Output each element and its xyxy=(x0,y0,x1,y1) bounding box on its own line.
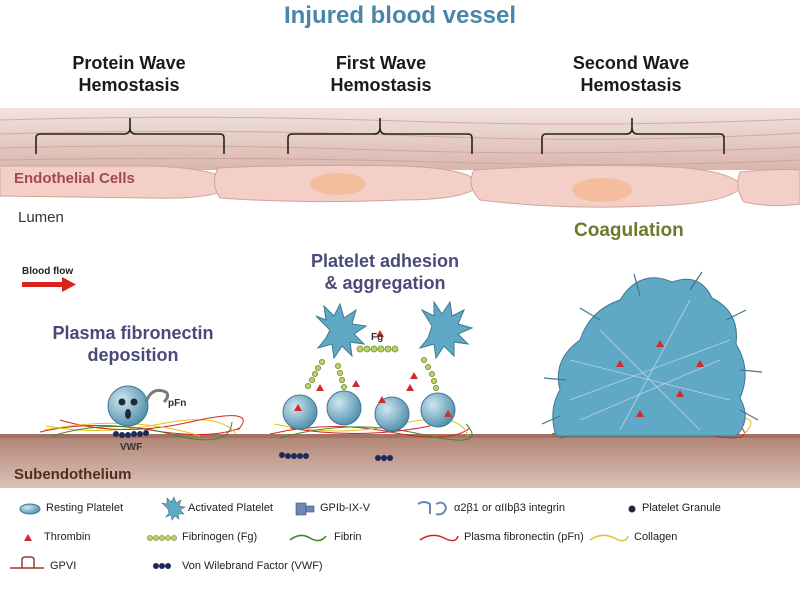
platelet-aggregate-stage2 xyxy=(279,300,474,461)
legend-label: Collagen xyxy=(634,531,678,543)
legend-label: α2β1 or αIIbβ3 integrin xyxy=(454,502,565,514)
vessel-wall-top xyxy=(0,108,800,170)
subendothelium-tissue xyxy=(0,436,800,488)
vwf-label: VWF xyxy=(120,442,143,453)
wave-label-protein: Protein Wave Hemostasis xyxy=(34,52,224,96)
thrombin-markers-stage2 xyxy=(294,330,452,417)
wave-label-line: First Wave xyxy=(335,53,427,73)
vwf-beads-stage2 xyxy=(279,452,393,461)
wave-label-line: Protein Wave xyxy=(72,53,186,73)
legend-label: Fibrinogen (Fg) xyxy=(182,531,258,543)
legend-icons xyxy=(10,496,636,569)
vwf-icon xyxy=(153,563,171,569)
wave-label-line: Hemostasis xyxy=(330,75,432,95)
lumen-label: Lumen xyxy=(18,209,64,226)
stage-label-line: Plasma fibronectin xyxy=(52,323,214,343)
stage-label-line: deposition xyxy=(87,345,179,365)
fibrinogen-icon xyxy=(147,535,177,541)
legend-label: Resting Platelet xyxy=(46,502,124,514)
wall-striations xyxy=(0,116,800,166)
gpvi-icon xyxy=(10,556,44,569)
platelet-granule-icon xyxy=(628,505,636,513)
pfn-label: pFn xyxy=(168,398,187,409)
thrombin-markers-stage3 xyxy=(616,340,704,417)
vwf-beads-stage1 xyxy=(113,430,149,438)
fibrin-icon xyxy=(289,534,327,542)
thrombin-icon xyxy=(24,534,32,541)
plasma-fibronectin-icon xyxy=(419,534,459,542)
endothelial-cells-label: Endothelial Cells xyxy=(14,170,135,187)
coagulation-clot xyxy=(541,271,763,437)
legend-label: Fibrin xyxy=(334,531,362,543)
pfn-strand xyxy=(144,388,170,404)
legend-label: Von Wilebrand Factor (VWF) xyxy=(182,560,323,572)
gpib-icon xyxy=(295,502,315,516)
fibrinogen-bridge xyxy=(356,345,399,353)
wave-label-line: Hemostasis xyxy=(78,75,180,95)
activated-platelet-left xyxy=(315,302,368,360)
endothelial-cell-layer xyxy=(0,164,800,208)
fibrinogen-chain-right xyxy=(420,356,439,391)
blood-flow-label: Blood flow xyxy=(22,266,74,277)
activated-platelet-icon xyxy=(161,496,186,521)
resting-platelet-stage1 xyxy=(107,385,149,427)
fibrinogen-chain-left xyxy=(304,358,325,389)
legend-label: Plasma fibronectin (pFn) xyxy=(464,531,584,543)
blood-flow-arrow-icon xyxy=(22,277,76,292)
diagram-title: Injured blood vessel xyxy=(283,2,517,29)
collagen-icon xyxy=(589,534,629,542)
resting-platelet-icon xyxy=(19,503,41,515)
clot-spikes xyxy=(541,271,763,425)
legend-label: Activated Platelet xyxy=(188,502,273,514)
legend-label: GPIb-IX-V xyxy=(320,502,371,514)
stage-label-line: Platelet adhesion xyxy=(310,251,460,271)
legend-label: Thrombin xyxy=(44,531,91,543)
stage-label-line: & aggregation xyxy=(324,273,446,293)
legend-label: GPVI xyxy=(50,560,77,572)
wave-label-second: Second Wave Hemostasis xyxy=(536,52,726,96)
wave-braces xyxy=(35,118,725,154)
coagulation-label: Coagulation xyxy=(574,220,684,241)
activated-platelet-right xyxy=(418,300,474,360)
fg-label: Fg xyxy=(371,332,384,343)
stage-label-deposition: Plasma fibronectin deposition xyxy=(28,322,238,366)
stage-label-adhesion: Platelet adhesion & aggregation xyxy=(290,250,480,294)
integrin-icon xyxy=(417,501,448,516)
fibrin-mesh xyxy=(569,299,731,431)
wave-label-line: Second Wave xyxy=(572,53,690,73)
wave-label-first: First Wave Hemostasis xyxy=(286,52,476,96)
wave-label-line: Hemostasis xyxy=(580,75,682,95)
legend-label: Platelet Granule xyxy=(642,502,721,514)
subendothelium-label: Subendothelium xyxy=(14,466,132,483)
